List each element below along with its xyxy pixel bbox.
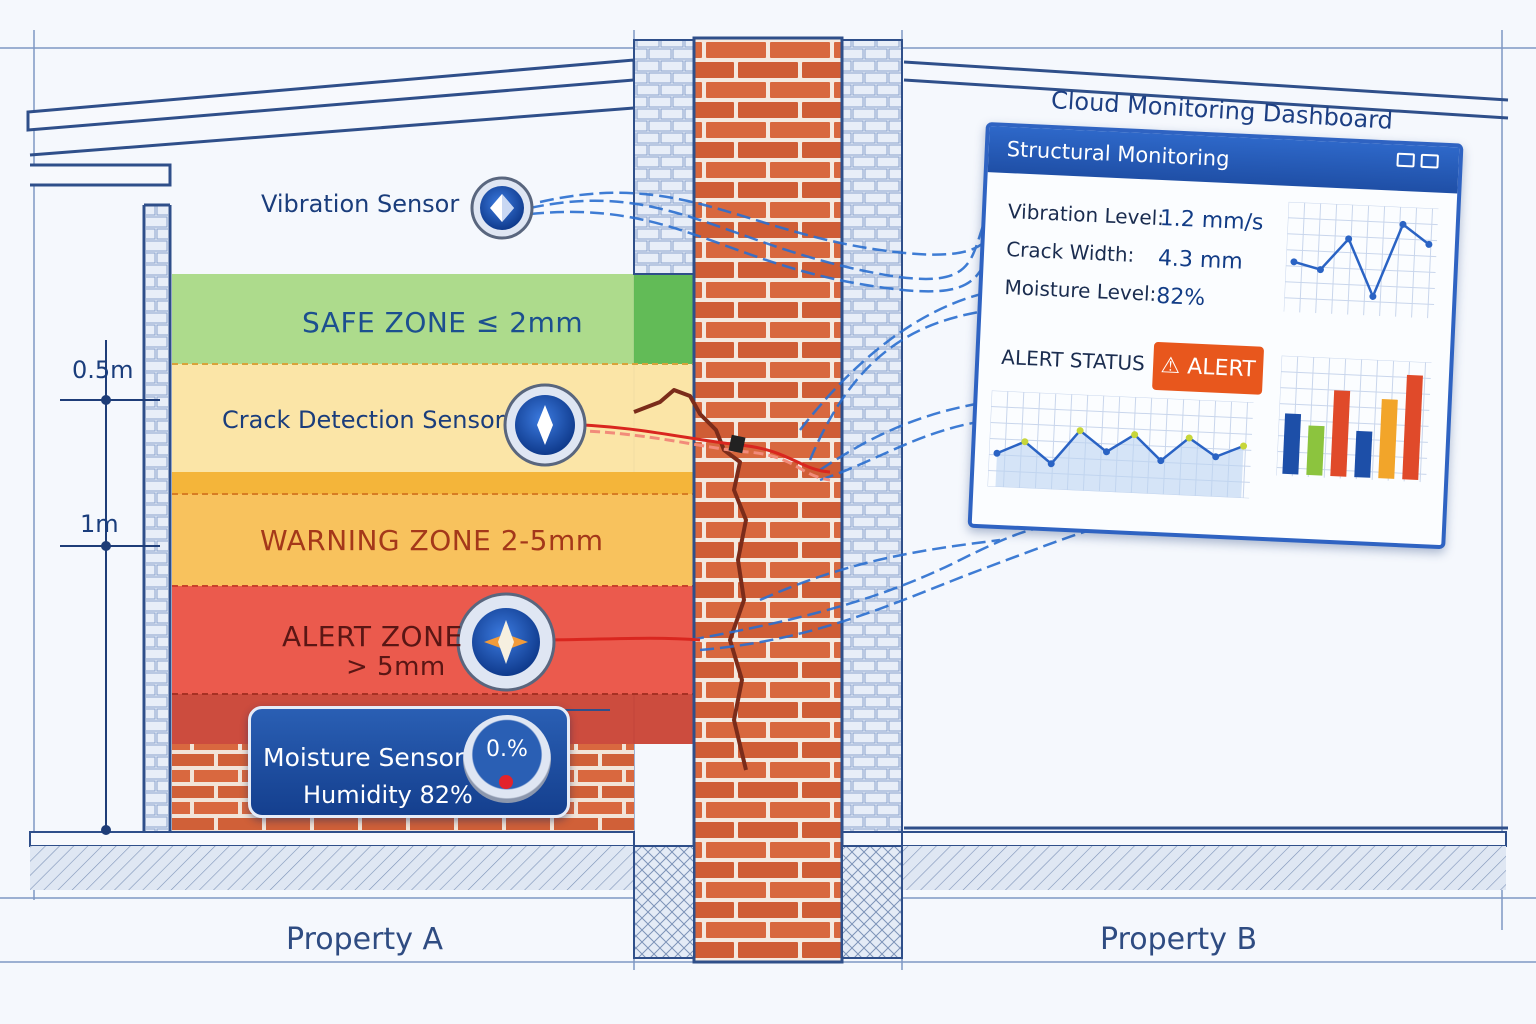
chart-point-0 xyxy=(1290,258,1298,266)
bar-2 xyxy=(1330,390,1351,477)
chart-point-1 xyxy=(1021,438,1029,446)
dashboard-title: Structural Monitoring xyxy=(1006,136,1231,172)
chart-point-4 xyxy=(1102,448,1110,456)
chart-point-3 xyxy=(1076,427,1084,435)
moisture-humidity: Humidity 82% xyxy=(303,781,473,809)
bar-0 xyxy=(1282,413,1302,475)
chart-grid xyxy=(1283,201,1439,319)
chart-point-5 xyxy=(1131,431,1139,439)
vibration-sensor-label: Vibration Sensor xyxy=(261,190,460,218)
bar-3 xyxy=(1354,430,1373,478)
dimension-half-meter: 0.5m xyxy=(72,356,134,384)
moisture-gauge-value: 0.% xyxy=(486,737,528,762)
moisture-bar-chart xyxy=(1275,355,1432,483)
property-a-wall-cavity xyxy=(633,39,695,275)
bar-5 xyxy=(1402,374,1423,480)
moisture-alert-dot xyxy=(499,775,513,789)
alert-zone-threshold: > 5mm xyxy=(346,652,446,682)
chart-point-7 xyxy=(1185,434,1193,442)
metric-vibration-name: Vibration Level: xyxy=(1007,199,1165,231)
crack-trend-chart xyxy=(987,390,1254,499)
property-a-label: Property A xyxy=(286,922,444,957)
window-maximize-icon[interactable] xyxy=(1420,153,1439,169)
crack xyxy=(633,388,748,771)
chart-point-4 xyxy=(1399,220,1407,228)
moisture-sensor-card: Moisture Sensor Humidity 82% 0.% xyxy=(248,706,570,818)
data-wires xyxy=(529,189,1091,652)
metric-crack-value: 4.3 mm xyxy=(1157,245,1244,275)
crack-sensor-label: Crack Detection Sensor xyxy=(222,406,505,434)
dimension-one-meter: 1m xyxy=(80,510,119,538)
ground xyxy=(29,831,1507,959)
alert-status-label: ALERT STATUS xyxy=(1000,344,1146,376)
moisture-sensor-title: Moisture Sensor xyxy=(263,743,465,772)
sensor-cables xyxy=(539,422,831,642)
chart-series-line xyxy=(1293,222,1430,300)
bar-1 xyxy=(1306,425,1325,476)
metric-moisture-name: Moisture Level: xyxy=(1003,275,1157,306)
safe-zone-label: SAFE ZONE ≤ 2mm xyxy=(302,306,584,339)
warning-zone-label: WARNING ZONE 2-5mm xyxy=(260,524,604,557)
chart-point-8 xyxy=(1212,453,1220,461)
chart-point-2 xyxy=(1047,460,1055,468)
monitoring-dashboard: Structural Monitoring Vibration Level: 1… xyxy=(967,122,1464,550)
vibration-sensor-icon xyxy=(470,176,534,240)
chart-area xyxy=(995,430,1244,498)
alert-status-badge[interactable]: ⚠ ALERT xyxy=(1152,341,1265,395)
property-a-wall xyxy=(142,205,172,832)
window-minimize-icon[interactable] xyxy=(1396,152,1416,168)
property-b-label: Property B xyxy=(1100,922,1258,957)
metric-crack-name: Crack Width: xyxy=(1005,237,1135,267)
crack-sensor-icon xyxy=(503,383,587,467)
party-wall xyxy=(692,36,844,964)
property-a-roof xyxy=(26,58,636,187)
chart-point-3 xyxy=(1369,292,1377,300)
metric-moisture-value: 82% xyxy=(1155,283,1206,312)
chart-point-9 xyxy=(1240,442,1248,450)
dimension-lines xyxy=(60,340,160,835)
alert-zone-label: ALERT ZONE xyxy=(282,620,463,653)
metric-vibration-value: 1.2 mm/s xyxy=(1159,205,1264,236)
chart-series-line xyxy=(996,428,1245,466)
chart-point-0 xyxy=(993,449,1001,457)
bar-4 xyxy=(1378,399,1398,479)
moisture-gauge-icon: 0.% xyxy=(463,715,551,803)
property-b-wall-cavity xyxy=(841,39,903,833)
property-b-roof xyxy=(903,60,1509,120)
chart-point-6 xyxy=(1157,457,1165,465)
chart-point-1 xyxy=(1316,266,1324,274)
vibration-trend-chart xyxy=(1283,201,1439,319)
chart-point-5 xyxy=(1425,240,1433,248)
chart-point-2 xyxy=(1345,235,1353,243)
alert-sensor-icon xyxy=(456,592,556,692)
